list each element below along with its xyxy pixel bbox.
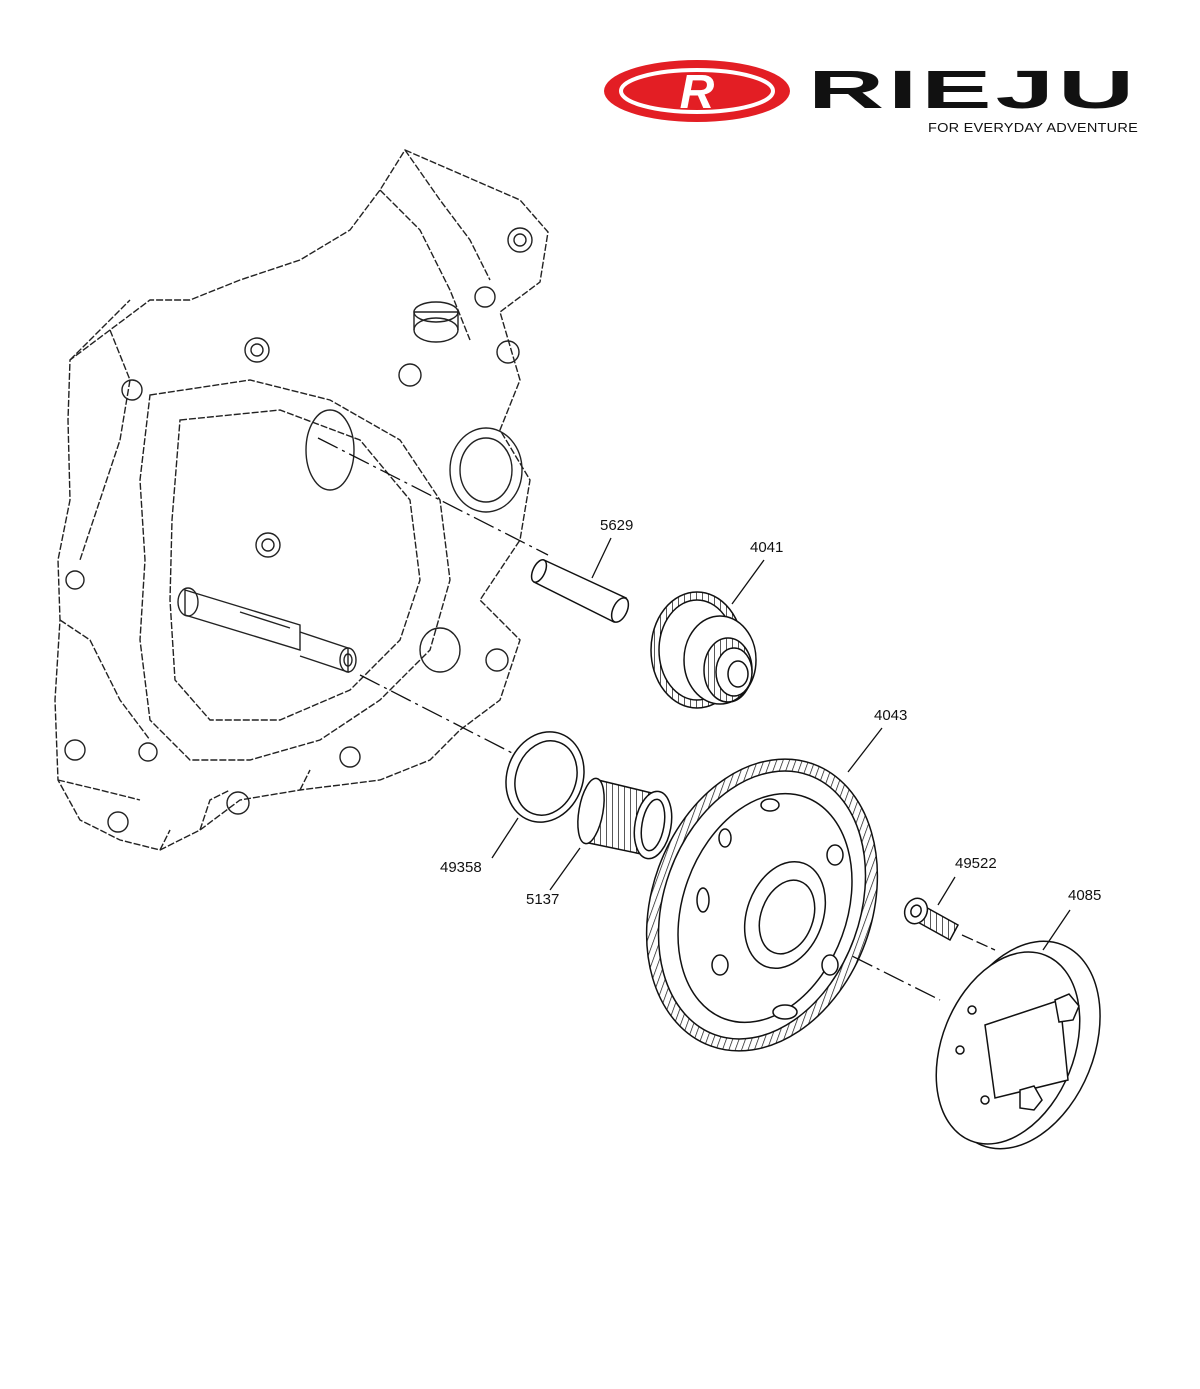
engine-crankcase bbox=[54, 149, 549, 851]
part-4085-starter-clutch[interactable] bbox=[909, 918, 1129, 1172]
label-5629: 5629 bbox=[600, 517, 633, 534]
part-4041-idler-gear[interactable] bbox=[650, 591, 757, 709]
brand-name: RIEJU bbox=[808, 60, 1138, 120]
leader-49522 bbox=[937, 876, 956, 906]
leader-5137 bbox=[549, 847, 581, 891]
label-4043: 4043 bbox=[874, 707, 907, 724]
crankcase-bosses bbox=[64, 227, 533, 833]
part-4043-driven-gear[interactable] bbox=[607, 726, 916, 1083]
part-49358-washer[interactable] bbox=[494, 721, 597, 833]
brand-tagline: FOR EVERYDAY ADVENTURE bbox=[928, 120, 1138, 135]
leader-4043 bbox=[847, 727, 883, 773]
logo-letter: R bbox=[680, 66, 715, 119]
leader-4041 bbox=[731, 559, 765, 605]
part-49522-bolt[interactable] bbox=[901, 895, 960, 942]
leader-lines bbox=[491, 537, 1071, 951]
output-shaft bbox=[177, 587, 357, 673]
part-labels: 5629 4041 4043 49522 4085 49358 5137 bbox=[440, 517, 1101, 908]
leader-49358 bbox=[491, 817, 519, 859]
label-4041: 4041 bbox=[750, 539, 783, 556]
label-49522: 49522 bbox=[955, 855, 997, 872]
label-4085: 4085 bbox=[1068, 887, 1101, 904]
rieju-logo: R RIEJU FOR EVERYDAY ADVENTURE bbox=[604, 60, 1138, 135]
label-5137: 5137 bbox=[526, 891, 559, 908]
label-49358: 49358 bbox=[440, 859, 482, 876]
leader-4085 bbox=[1042, 909, 1071, 951]
leader-5629 bbox=[591, 537, 612, 579]
part-5137-needle-bearing[interactable] bbox=[573, 776, 676, 861]
part-5629-pin[interactable] bbox=[528, 558, 631, 625]
